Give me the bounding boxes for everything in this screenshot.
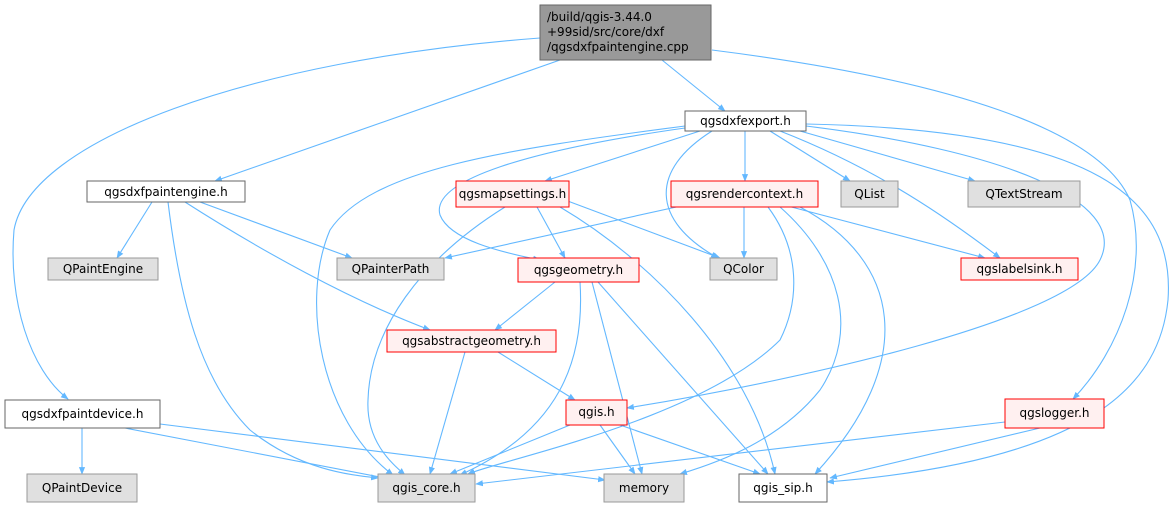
node-qgsdxfpaintengine-label: qgsdxfpaintengine.h <box>104 185 227 199</box>
node-qgslabelsink[interactable]: qgslabelsink.h <box>960 257 1079 281</box>
node-qgsdxfpaintdevice-label: qgsdxfpaintdevice.h <box>22 407 144 421</box>
edge-qgsgeometry-to-qgis-core <box>459 281 582 476</box>
edge-root-to-qgsdxfexport <box>661 59 726 112</box>
edge-qgsdxfexport-to-qgsmapsettings <box>544 130 701 182</box>
edge-qgsmapsettings-to-qcolor <box>564 199 721 259</box>
node-qgis-core-label: qgis_core.h <box>392 481 460 495</box>
node-qgsrendercontext-label: qgsrendercontext.h <box>686 187 803 201</box>
node-qgsdxfexport[interactable]: qgsdxfexport.h <box>684 110 807 132</box>
edge-qgsmapsettings-to-qgsgeometry <box>536 206 566 259</box>
node-qpaintdevice: QPaintDevice <box>26 473 138 503</box>
edge-qgsabstractgeometry-to-qgis-core <box>428 351 466 475</box>
edge-qgslogger-to-qgis-core <box>475 421 1006 487</box>
node-qpaintengine-label: QPaintEngine <box>63 262 143 276</box>
edge-qgsabstractgeometry-to-qgis <box>497 351 576 401</box>
node-qlist: QList <box>840 180 899 208</box>
node-qgsgeometry-label: qgsgeometry.h <box>534 263 623 277</box>
edge-qgsdxfpaintengine-to-qgsabstractgeometry <box>184 201 431 331</box>
root-line-1: /build/qgis-3.44.0 <box>547 10 652 24</box>
edge-qgsrendercontext-to-memory <box>679 206 842 475</box>
root-line-2: +99sid/src/core/dxf <box>547 25 665 39</box>
node-root-file: /build/qgis-3.44.0 +99sid/src/core/dxf /… <box>539 4 712 61</box>
node-qtextstream-label: QTextStream <box>985 187 1062 201</box>
edge-qgsdxfpaintdevice-to-qgis-core <box>124 427 386 480</box>
edge-qgsdxfpaintengine-to-qpaintengine <box>116 201 153 259</box>
node-qgis[interactable]: qgis.h <box>565 399 628 426</box>
edge-qgsdxfpaintengine-to-qgis-core <box>167 201 379 481</box>
edge-qgsgeometry-to-qgis-sip <box>597 281 769 475</box>
edge-qgsdxfexport-to-qgis-core <box>316 125 686 476</box>
edge-qgsdxfexport-to-qgslabelsink <box>779 130 1001 259</box>
edge-qgsdxfexport-to-qlist <box>769 130 851 182</box>
dependency-edges <box>12 37 1169 487</box>
node-qpainterpath-label: QPainterPath <box>352 262 430 276</box>
node-qpainterpath: QPainterPath <box>336 257 445 281</box>
edge-qgsdxfexport-to-qgis-sip <box>805 123 1169 485</box>
root-line-3: /qgsdxfpaintengine.cpp <box>547 40 689 54</box>
edge-qgsdxfpaintengine-to-qpainterpath <box>199 201 353 259</box>
edge-qgsmapsettings-to-qgis-sip <box>559 206 777 475</box>
node-qlist-label: QList <box>854 187 885 201</box>
edge-qgsdxfpaintdevice-to-memory <box>159 423 606 483</box>
edge-root-to-qgslogger <box>711 49 1137 400</box>
node-qgsabstractgeometry-label: qgsabstractgeometry.h <box>402 334 541 348</box>
node-qgsrendercontext[interactable]: qgsrendercontext.h <box>670 180 819 208</box>
edge-qgslogger-to-qgis-sip <box>829 427 1041 480</box>
edge-qgsgeometry-to-qgsabstractgeometry <box>494 281 556 331</box>
node-qgslogger[interactable]: qgslogger.h <box>1004 398 1105 429</box>
node-qpaintdevice-label: QPaintDevice <box>42 481 122 495</box>
node-qgis-label: qgis.h <box>578 405 614 419</box>
node-qgsabstractgeometry[interactable]: qgsabstractgeometry.h <box>386 329 557 353</box>
edge-qgsmapsettings-to-qgis-core <box>367 206 506 476</box>
node-qgis-sip-label: qgis_sip.h <box>753 481 812 495</box>
node-qgis-sip[interactable]: qgis_sip.h <box>738 473 828 503</box>
edge-qgsgeometry-to-memory <box>591 281 644 475</box>
node-qpaintengine: QPaintEngine <box>47 257 159 281</box>
dependency-nodes: /build/qgis-3.44.0 +99sid/src/core/dxf /… <box>4 4 1105 503</box>
edge-root-to-qgsdxfpaintengine <box>214 59 561 182</box>
edge-qgis-to-qgis-core <box>449 424 571 475</box>
node-qgsdxfpaintengine[interactable]: qgsdxfpaintengine.h <box>86 180 246 203</box>
edge-qgsdxfexport-to-qgis <box>626 125 1105 410</box>
edge-qgis-to-memory <box>599 424 636 475</box>
node-qgslogger-label: qgslogger.h <box>1019 406 1089 420</box>
node-qgsmapsettings[interactable]: qgsmapsettings.h <box>455 180 570 208</box>
edge-qgsdxfexport-to-qgsgeometry <box>438 127 686 262</box>
node-memory-label: memory <box>619 481 669 495</box>
node-qgsdxfpaintdevice[interactable]: qgsdxfpaintdevice.h <box>4 399 161 429</box>
node-qgsdxfexport-label: qgsdxfexport.h <box>700 114 791 128</box>
node-qgsgeometry[interactable]: qgsgeometry.h <box>517 257 640 283</box>
edge-qgsrendercontext-to-qgslabelsink <box>779 203 986 260</box>
node-qgslabelsink-label: qgslabelsink.h <box>976 262 1062 276</box>
edge-qgsdxfexport-to-qtextstream <box>799 130 976 183</box>
node-qgis-core: qgis_core.h <box>377 473 476 503</box>
node-qcolor: QColor <box>709 257 778 281</box>
edge-qgsrendercontext-to-qgis-core <box>467 206 795 475</box>
node-qtextstream: QTextStream <box>967 180 1081 208</box>
edge-qgsrendercontext-to-qgis-sip <box>799 206 886 475</box>
edge-qgis-to-qgis-sip <box>619 424 761 475</box>
edge-qgsrendercontext-to-qpainterpath <box>444 203 691 260</box>
node-memory: memory <box>603 473 685 503</box>
node-qcolor-label: QColor <box>723 262 764 276</box>
edge-qgsdxfexport-to-qcolor <box>665 130 719 259</box>
edge-root-to-qgsdxfpaintdevice <box>12 37 541 400</box>
node-qgsmapsettings-label: qgsmapsettings.h <box>459 187 566 201</box>
